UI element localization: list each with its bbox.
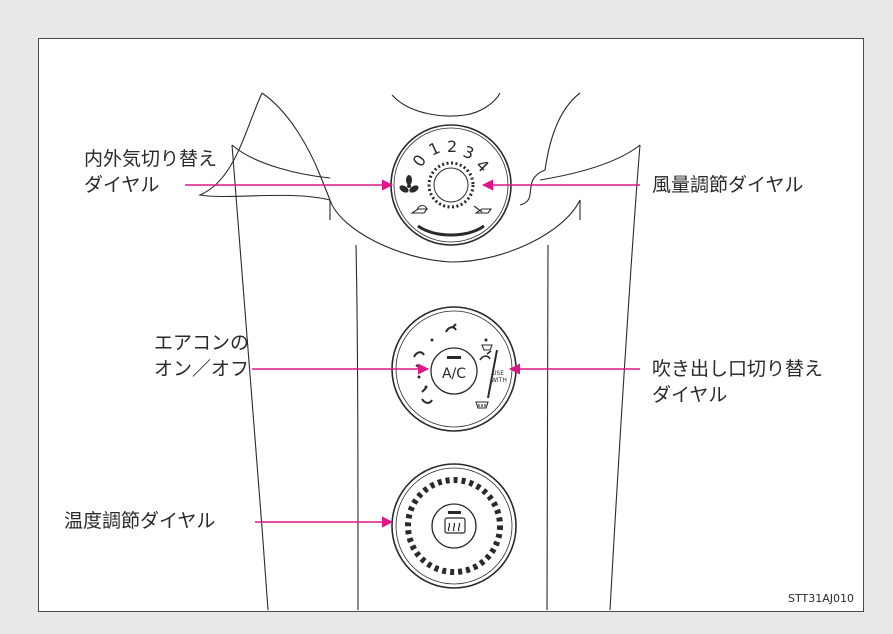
- fan-speed-label: 風量調節ダイヤル: [652, 174, 804, 196]
- rear-defogger-icon[interactable]: [444, 517, 466, 534]
- fan-number-2: 2: [447, 137, 457, 156]
- ac-button-label[interactable]: A/C: [442, 366, 466, 382]
- figure-code: STT31AJ010: [788, 592, 854, 605]
- mode-dial-dots: [417, 338, 488, 389]
- fan-dial[interactable]: [390, 124, 512, 246]
- foot-vent-icon: [421, 387, 433, 404]
- ac-label-line1: エアコンの: [154, 332, 250, 354]
- ac-label-line2: オン／オフ: [154, 358, 250, 380]
- fresh-air-icon: [473, 205, 493, 214]
- callout-arrows: [185, 179, 640, 528]
- foot-defrost-icon: [479, 350, 492, 361]
- fan-knob: [427, 161, 475, 209]
- use-with-text-2: WITH: [491, 377, 507, 384]
- recirc-label-line1: 内外気切り替え: [84, 148, 218, 170]
- temperature-label: 温度調節ダイヤル: [64, 510, 216, 532]
- outlet-label-line2: ダイヤル: [652, 384, 728, 406]
- windshield-defrost-icon: [475, 344, 493, 409]
- use-with-text-1: USE: [492, 370, 504, 377]
- outlet-label-line1: 吹き出し口切り替え: [652, 358, 824, 380]
- face-vent-icon: [445, 323, 457, 333]
- fan-icon: [399, 175, 419, 193]
- recirc-label-line2: ダイヤル: [84, 174, 160, 196]
- recirculate-air-icon: [410, 204, 429, 214]
